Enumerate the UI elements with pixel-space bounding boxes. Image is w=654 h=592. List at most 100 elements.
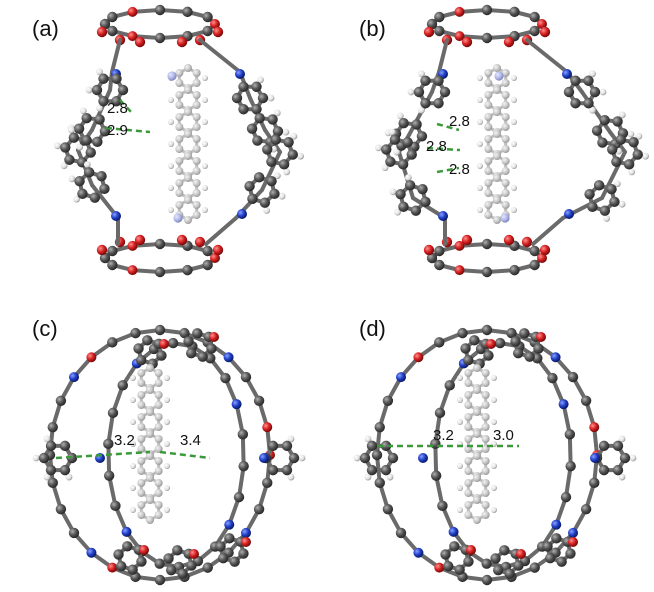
carbon-atom — [115, 560, 127, 572]
hydrogen-atom — [202, 207, 208, 213]
hydrogen-atom — [130, 485, 136, 491]
guest-atom — [184, 216, 192, 224]
hydrogen-atom — [202, 185, 208, 191]
carbon-atom — [632, 149, 643, 160]
carbon-atom — [426, 252, 438, 264]
nitrogen-atom — [235, 69, 245, 79]
guest-atom — [501, 189, 510, 197]
carbon-atom — [117, 380, 128, 391]
carbon-atom — [519, 328, 530, 339]
guest-atom — [137, 445, 146, 453]
guest-atom — [192, 157, 201, 165]
carbon-atom — [81, 112, 92, 124]
carbon-atom — [107, 259, 118, 271]
carbon-atom — [615, 134, 627, 145]
hydrogen-atom — [618, 435, 626, 443]
hydrogen-atom — [353, 454, 361, 462]
carbon-atom — [107, 11, 118, 23]
carbon-atom — [402, 137, 413, 148]
guest-atom — [473, 496, 481, 504]
guest-atom — [192, 167, 201, 175]
nitrogen-atom — [224, 519, 235, 530]
guest-atom — [137, 479, 146, 487]
guest-atom — [464, 467, 473, 475]
carbon-atom — [433, 98, 444, 109]
carbon-atom — [111, 96, 122, 107]
carbon-atom — [270, 134, 282, 145]
panel-label: (a) — [32, 16, 59, 41]
carbon-atom — [185, 347, 197, 359]
guest-atom — [192, 211, 201, 219]
guest-atom — [464, 511, 473, 519]
carbon-atom — [481, 4, 493, 16]
carbon-atom — [77, 188, 88, 200]
distance-label: 2.8 — [449, 161, 470, 178]
nitrogen-atom — [564, 209, 574, 219]
guest-atom — [175, 201, 184, 209]
guest-atom — [154, 467, 163, 475]
oxygen-atom — [466, 545, 476, 555]
carbon-atom — [426, 18, 438, 30]
nitrogen-atom — [568, 527, 579, 538]
hydrogen-atom — [511, 185, 517, 191]
carbon-atom — [609, 196, 620, 208]
guest-atom — [473, 364, 481, 372]
oxygen-atom — [127, 265, 138, 276]
carbon-atom — [406, 149, 417, 160]
guest-atom — [481, 457, 490, 465]
guest-atom — [175, 189, 184, 197]
carbon-atom — [481, 32, 493, 44]
carbon-atom — [47, 477, 58, 489]
carbon-atom — [135, 354, 147, 366]
guest-atom — [493, 152, 501, 160]
carbon-atom — [259, 197, 271, 208]
carbon-atom — [380, 440, 392, 452]
nitrogen-atom — [223, 352, 234, 363]
carbon-atom — [215, 541, 226, 552]
carbon-atom — [382, 504, 394, 515]
carbon-atom — [565, 460, 576, 472]
carbon-atom — [359, 452, 371, 464]
carbon-atom — [430, 470, 442, 481]
carbon-atom — [45, 464, 57, 476]
hydrogen-atom — [457, 397, 463, 403]
carbon-atom — [107, 245, 118, 257]
hydrogen-atom — [54, 142, 61, 150]
carbon-atom — [154, 32, 166, 44]
hydrogen-atom — [96, 104, 103, 112]
carbon-atom — [202, 259, 213, 271]
guest-atom — [154, 435, 163, 443]
carbon-atom — [481, 238, 493, 250]
carbon-atom — [413, 86, 425, 98]
carbon-atom — [177, 568, 188, 579]
guest-atom — [175, 135, 184, 143]
carbon-atom — [529, 25, 540, 37]
panel-label: (b) — [359, 16, 386, 41]
carbon-atom — [420, 196, 431, 208]
guest-atom — [192, 79, 201, 87]
carbon-atom — [238, 460, 249, 472]
carbon-atom — [374, 421, 385, 433]
guest-atom — [175, 79, 184, 87]
hydrogen-atom — [202, 75, 208, 81]
guest-atom — [137, 435, 146, 443]
carbon-atom — [469, 335, 480, 346]
hydrogen-atom — [618, 200, 626, 208]
carbon-atom — [529, 245, 540, 257]
carbon-atom — [509, 264, 520, 276]
hydrogen-atom — [68, 175, 76, 183]
carbon-atom — [103, 470, 115, 481]
carbon-atom — [591, 125, 603, 136]
guest-atom — [493, 108, 501, 116]
carbon-atom — [512, 347, 524, 359]
carbon-atom — [73, 123, 85, 134]
guest-atom — [154, 401, 163, 409]
oxygen-atom — [210, 253, 220, 263]
guest-atom — [484, 167, 493, 175]
hydrogen-bond-line — [55, 450, 151, 460]
carbon-atom — [182, 264, 193, 276]
carbon-atom — [499, 545, 510, 556]
hydrogen-atom — [274, 172, 281, 180]
bond — [433, 410, 442, 446]
guest-atom — [481, 413, 490, 421]
